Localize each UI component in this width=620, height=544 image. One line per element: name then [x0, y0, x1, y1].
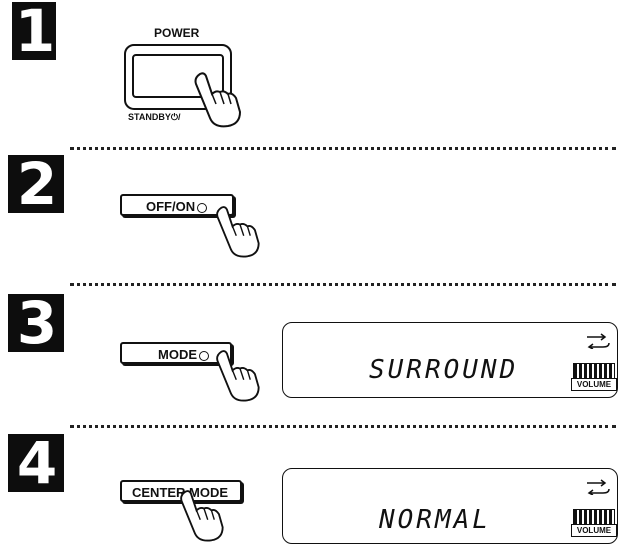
- step-1: 1 POWER STANDBY⏻/: [0, 0, 620, 140]
- swap-arrows-icon: [585, 479, 611, 495]
- display-text: SURROUND: [369, 355, 518, 385]
- led-icon: [197, 203, 207, 213]
- pointing-hand-icon: [212, 348, 268, 404]
- step-number: 2: [8, 155, 64, 213]
- step-number: 4: [8, 434, 64, 492]
- step-4: 4 CENTER MODE NORMAL VOLUME: [0, 428, 620, 536]
- step-number: 3: [8, 294, 64, 352]
- step-2: 2 OFF/ON: [0, 150, 620, 270]
- pointing-hand-icon: [212, 204, 268, 260]
- standby-label: STANDBY⏻/: [128, 112, 180, 123]
- swap-arrows-icon: [585, 333, 611, 349]
- volume-label: VOLUME: [571, 378, 617, 391]
- display-panel: NORMAL VOLUME: [282, 468, 618, 544]
- led-icon: [199, 351, 209, 361]
- display-text: NORMAL: [379, 505, 491, 535]
- volume-bars: [573, 363, 615, 379]
- step-number: 1: [12, 2, 56, 60]
- volume-indicator: VOLUME: [571, 363, 617, 391]
- volume-label: VOLUME: [571, 524, 617, 537]
- volume-bars: [573, 509, 615, 525]
- off-on-label: OFF/ON: [146, 199, 195, 214]
- volume-indicator: VOLUME: [571, 509, 617, 537]
- pointing-hand-icon: [190, 70, 250, 130]
- power-label: POWER: [154, 26, 199, 40]
- step-3: 3 MODE SURROUND VOLUME: [0, 286, 620, 416]
- mode-label: MODE: [158, 347, 197, 362]
- display-panel: SURROUND VOLUME: [282, 322, 618, 398]
